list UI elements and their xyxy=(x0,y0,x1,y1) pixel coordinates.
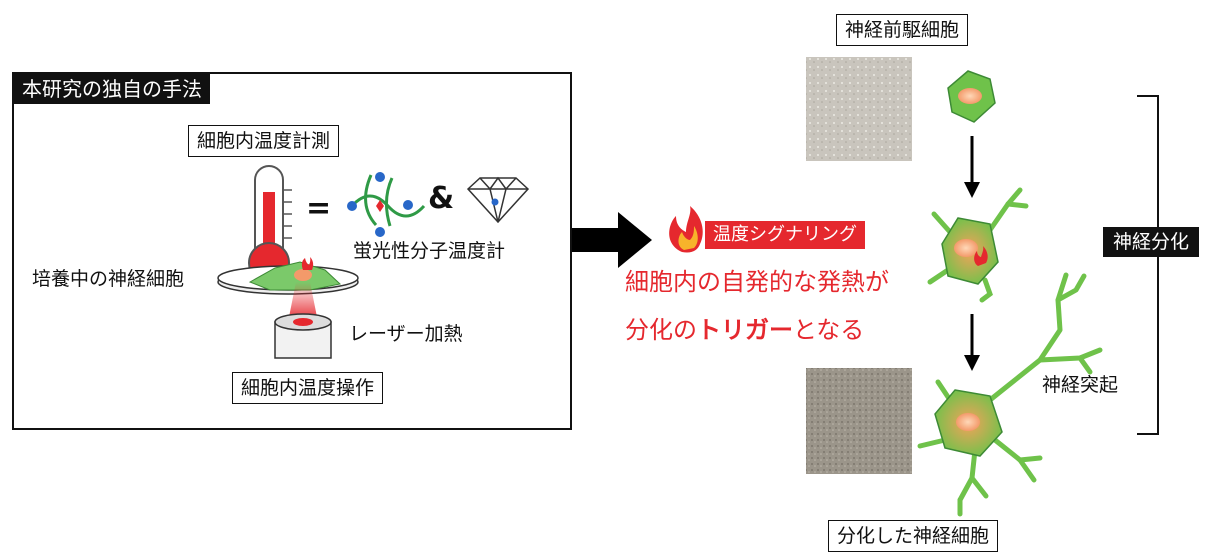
panel-title: 本研究の独自の手法 xyxy=(14,74,210,104)
differentiating-cell-icon xyxy=(927,187,1029,303)
ampersand-sign: & xyxy=(428,181,455,216)
progenitor-micrograph xyxy=(806,57,912,161)
laser-label: レーザー加熱 xyxy=(349,323,463,345)
differentiated-micrograph xyxy=(806,368,912,474)
progenitor-cell-icon xyxy=(947,70,996,123)
laser-source-icon xyxy=(274,282,332,359)
equals-sign: = xyxy=(306,191,332,226)
method-panel xyxy=(12,72,572,430)
down-arrow-icon-2 xyxy=(964,314,980,371)
thermometer-label: 蛍光性分子温度計 xyxy=(353,240,506,262)
conclusion-pre: 分化の xyxy=(625,316,697,344)
temperature-signaling-tag: 温度シグナリング xyxy=(705,221,865,249)
measurement-label: 細胞内温度計測 xyxy=(188,125,340,157)
diamond-icon xyxy=(466,176,530,224)
neurite-label: 神経突起 xyxy=(1042,374,1119,396)
differentiated-neuron-icon xyxy=(917,272,1103,517)
differentiated-label: 分化した神経細胞 xyxy=(828,520,999,552)
down-arrow-icon xyxy=(964,136,980,198)
progenitor-label: 神経前駆細胞 xyxy=(836,14,969,46)
conclusion-post: となる xyxy=(793,316,865,344)
culture-dish-icon xyxy=(217,257,359,295)
differentiation-label: 神経分化 xyxy=(1103,227,1200,257)
flame-icon xyxy=(669,206,703,253)
culture-label: 培養中の神経細胞 xyxy=(32,268,185,290)
conclusion-line-2: 分化のトリガーとなる xyxy=(625,314,864,346)
operation-label: 細胞内温度操作 xyxy=(232,372,384,404)
fluorescent-molecule-icon xyxy=(347,172,426,237)
conclusion-trigger: トリガー xyxy=(697,316,793,344)
conclusion-line-1: 細胞内の自発的な発熱が xyxy=(625,268,889,296)
main-arrow-icon xyxy=(572,212,652,268)
bracket-icon xyxy=(1137,95,1159,435)
